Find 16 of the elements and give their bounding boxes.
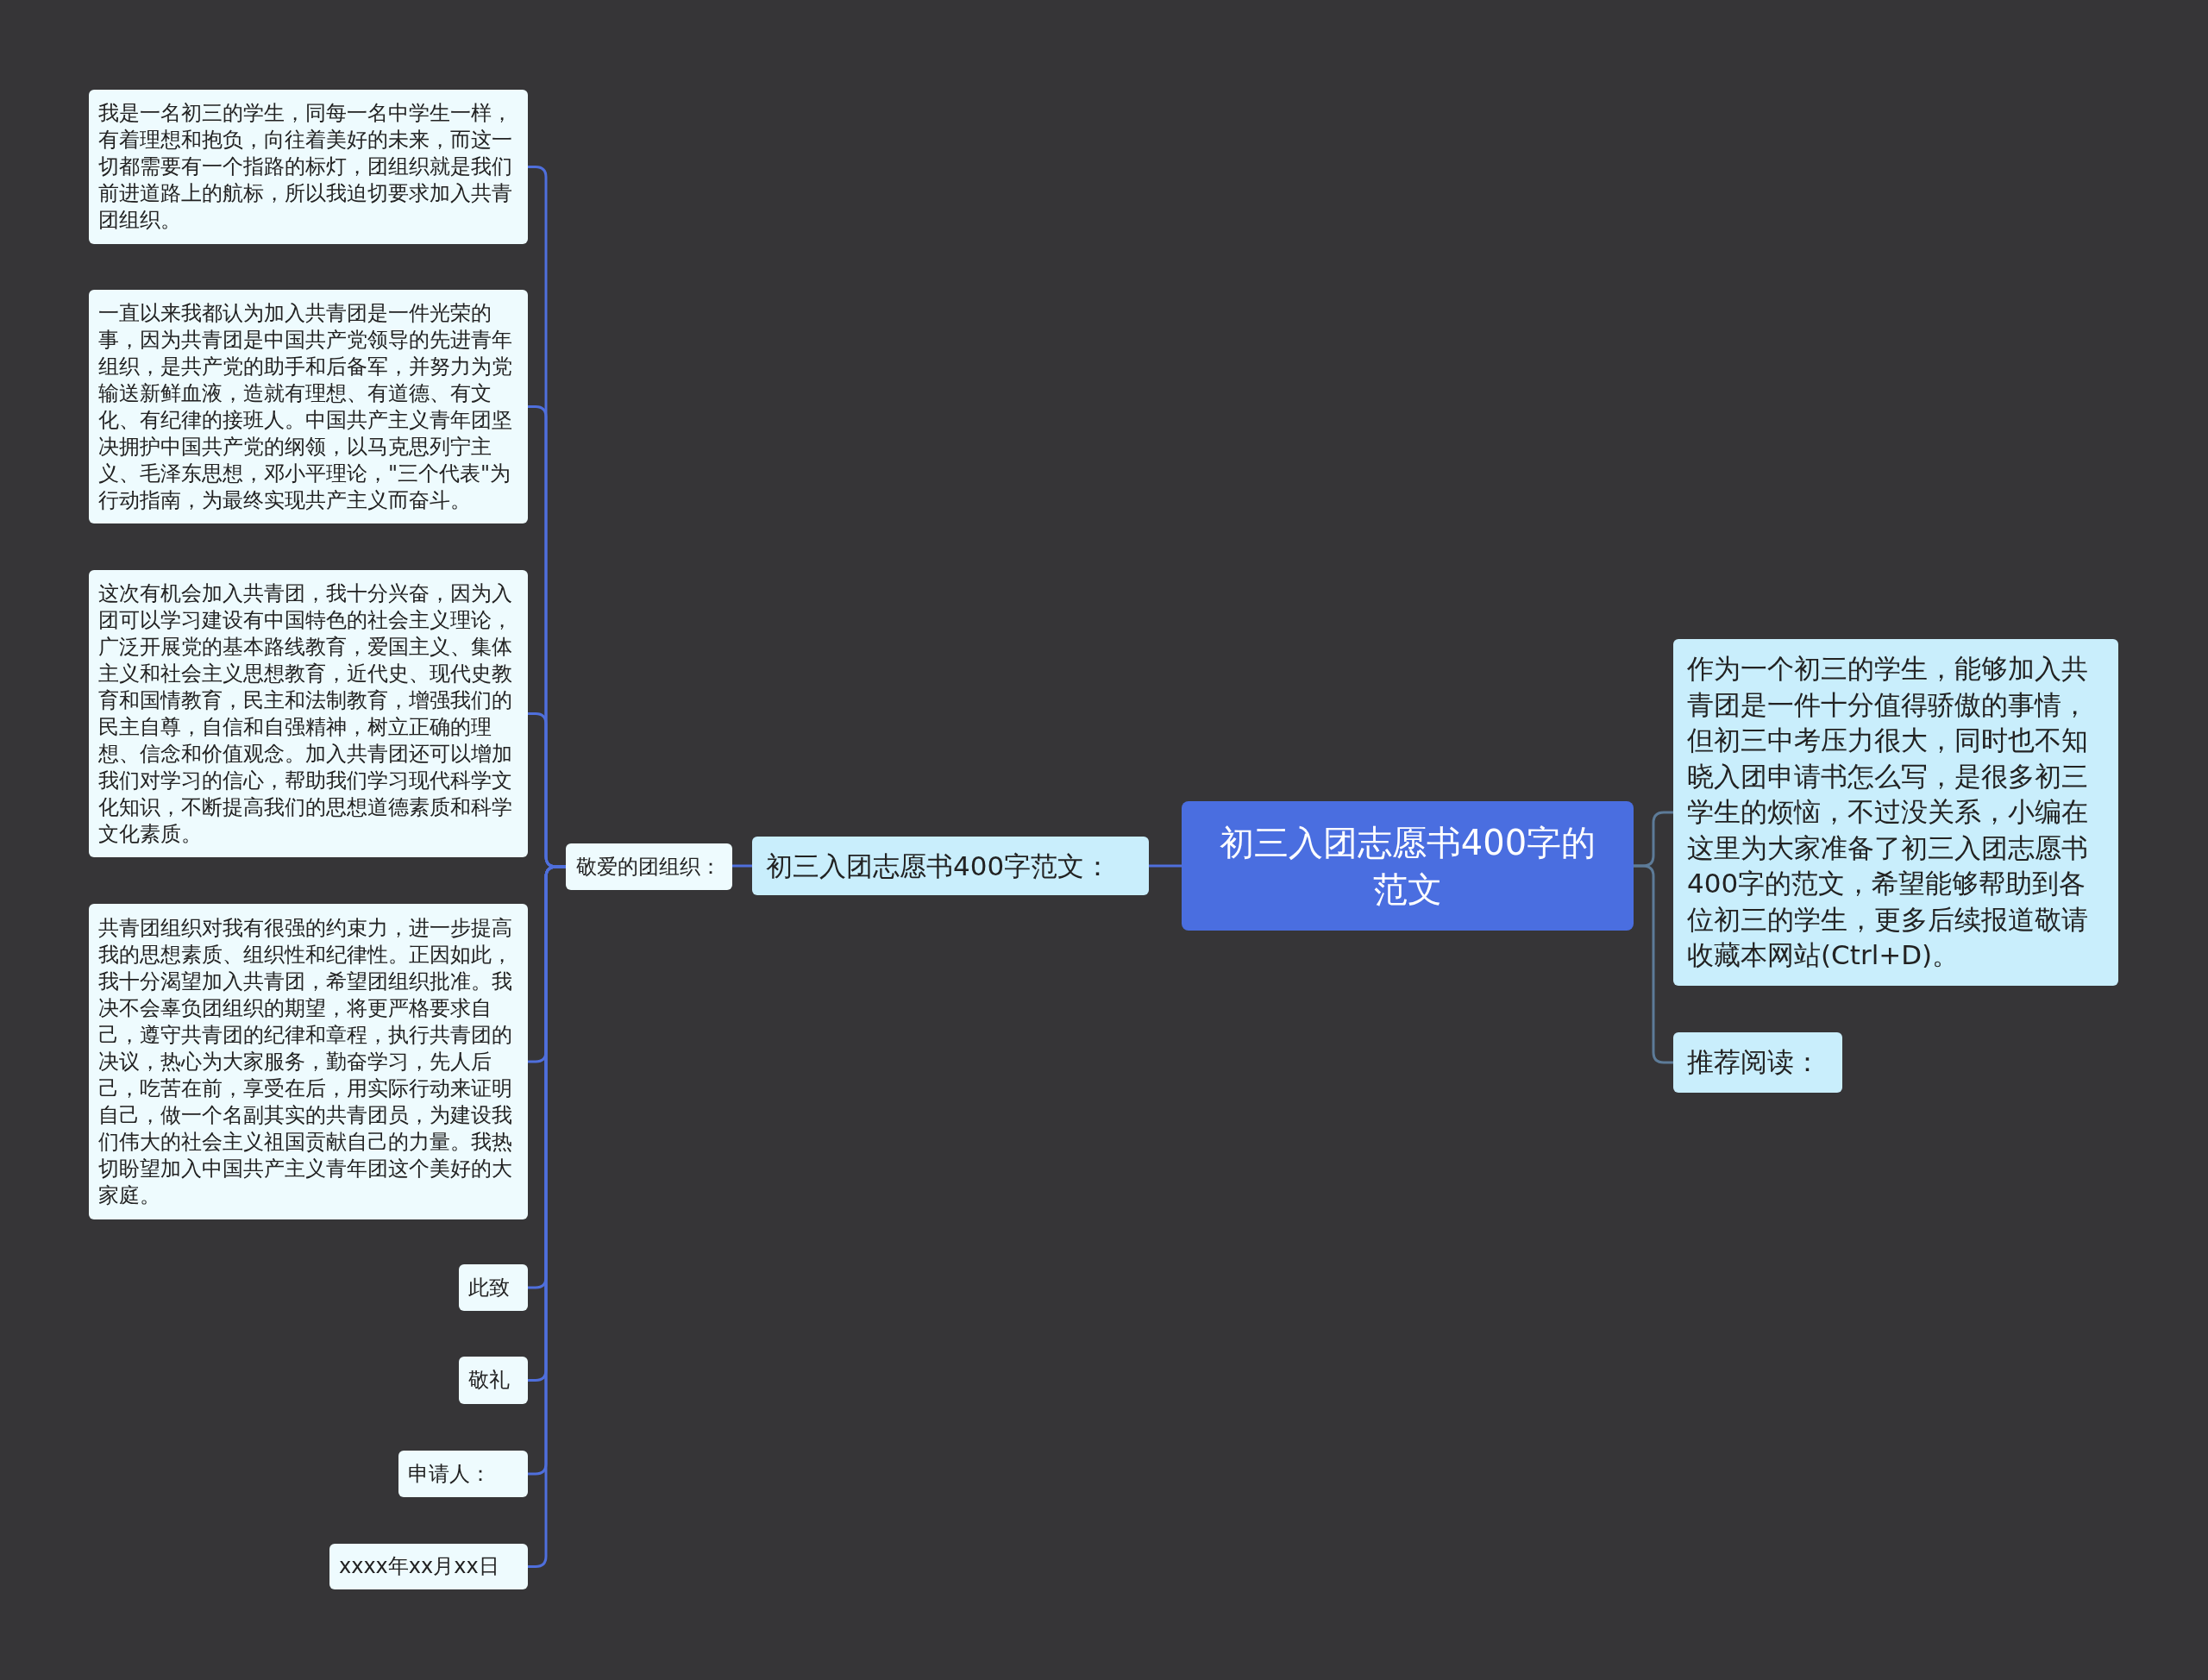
connector-line xyxy=(1634,864,1673,1064)
topic-box: 敬爱的团组织： xyxy=(566,843,732,890)
connector-line xyxy=(1149,864,1182,868)
topic-box: 此致 xyxy=(459,1264,528,1311)
central-topic: 初三入团志愿书400字的范文 xyxy=(1182,801,1634,931)
text-card: 作为一个初三的学生，能够加入共青团是一件十分值得骄傲的事情，但初三中考压力很大，同时也不知晓入团申请书怎么写，是很多初三学生的烦恼，不过没关系，小编在这里为大家准备了初三入团志愿书400字的范文，希望能够帮助到各位初三的学生，更多后续报道敬请收藏本网站(Ctrl+D)。 xyxy=(1673,639,2118,986)
topic-box: 推荐阅读： xyxy=(1673,1032,1842,1093)
connector-line xyxy=(732,864,752,868)
text-card: 一直以来我都认为加入共青团是一件光荣的事，因为共青团是中国共产党领导的先进青年组织，是共产党的助手和后备军，并努力为党输送新鲜血液，造就有理想、有道德、有文化、有纪律的接班人。中国共产主义青年团坚决拥护中国共产党的纲领，以马克思列宁主义、毛泽东思想，邓小平理论，"三个代表"为行动指南，为最终实现共产主义而奋斗。 xyxy=(89,290,528,523)
text-card: 我是一名初三的学生，同每一名中学生一样，有着理想和抱负，向往着美好的未来，而这一切都需要有一个指路的标灯，团组织就是我们前进道路上的航标，所以我迫切要求加入共青团组织。 xyxy=(89,90,528,244)
topic-box: xxxx年xx月xx日 xyxy=(329,1544,528,1589)
topic-box: 申请人： xyxy=(398,1451,528,1497)
topic-box: 初三入团志愿书400字范文： xyxy=(752,837,1149,895)
topic-box: 敬礼 xyxy=(459,1357,528,1404)
text-card: 共青团组织对我有很强的约束力，进一步提高我的思想素质、组织性和纪律性。正因如此，我十分渴望加入共青团，希望团组织批准。我决不会辜负团组织的期望，将更严格要求自己，遵守共青团的纪律和章程，执行共青团的决议，热心为大家服务，勤奋学习，先人后己，吃苦在前，享受在后，用实际行动来证明自己，做一个名副其实的共青团员，为建设我们伟大的社会主义祖国贡献自己的力量。我热切盼望加入中国共产主义青年团这个美好的大家庭。 xyxy=(89,904,528,1219)
text-card: 这次有机会加入共青团，我十分兴奋，因为入团可以学习建设有中国特色的社会主义理论，广泛开展党的基本路线教育，爱国主义、集体主义和社会主义思想教育，近代史、现代史教育和国情教育，民主和法制教育，增强我们的民主自尊，自信和自强精神，树立正确的理想、信念和价值观念。加入共青团还可以增加我们对学习的信心，帮助我们学习现代科学文化知识，不断提高我们的思想道德素质和科学文化素质。 xyxy=(89,570,528,857)
